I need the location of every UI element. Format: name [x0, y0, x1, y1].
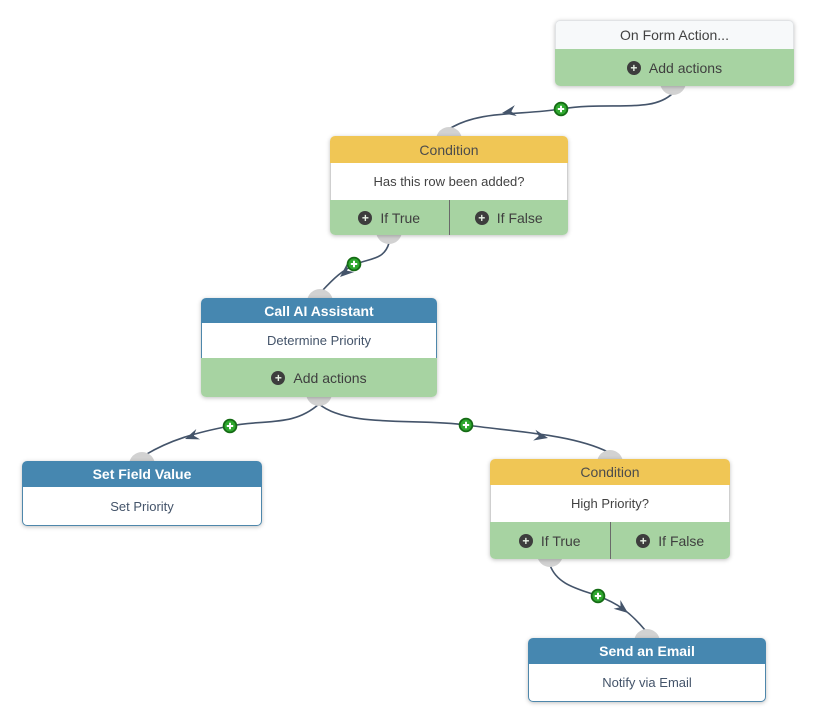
plus-circle-icon: +	[474, 210, 489, 225]
step-description: Set Priority	[22, 487, 262, 526]
add-actions-label: Add actions	[648, 59, 723, 76]
node-title: Call AI Assistant	[201, 298, 437, 323]
arrowhead-icon	[340, 263, 355, 277]
step-description: Determine Priority	[201, 323, 437, 358]
arrowhead-icon	[502, 105, 517, 116]
plus-circle-icon: +	[518, 533, 533, 548]
node-call-ai-assistant[interactable]: Call AI Assistant Determine Priority + A…	[201, 298, 437, 397]
node-title: Condition	[330, 136, 568, 163]
condition-question: High Priority?	[490, 485, 730, 522]
node-title: Condition	[490, 459, 730, 485]
add-actions-button[interactable]: + Add actions	[201, 358, 437, 397]
arrowhead-icon	[533, 429, 548, 441]
node-send-an-email[interactable]: Send an Email Notify via Email	[528, 638, 766, 702]
condition-question: Has this row been added?	[330, 163, 568, 200]
arrowhead-icon	[613, 600, 628, 613]
add-step-button[interactable]	[553, 101, 569, 117]
add-step-button[interactable]	[222, 418, 238, 434]
node-title: Set Field Value	[22, 461, 262, 487]
plus-circle-icon: +	[626, 60, 641, 75]
add-actions-button[interactable]: + Add actions	[555, 49, 794, 86]
if-false-button[interactable]: + If False	[610, 522, 730, 559]
arrowhead-icon	[185, 429, 201, 440]
step-description: Notify via Email	[528, 664, 766, 702]
plus-circle-icon: +	[271, 370, 286, 385]
add-actions-label: Add actions	[293, 369, 367, 386]
node-on-form-action[interactable]: On Form Action... + Add actions	[555, 20, 794, 86]
if-false-label: If False	[658, 532, 705, 549]
plus-circle-icon: +	[636, 533, 651, 548]
node-title: On Form Action...	[555, 20, 794, 49]
if-true-label: If True	[540, 532, 581, 549]
add-step-button[interactable]	[590, 588, 606, 604]
node-condition-1[interactable]: Condition Has this row been added? + If …	[330, 136, 568, 235]
plus-circle-icon: +	[358, 210, 373, 225]
if-true-button[interactable]: + If True	[330, 200, 450, 235]
node-title: Send an Email	[528, 638, 766, 664]
add-step-button[interactable]	[458, 417, 474, 433]
add-step-badges	[222, 101, 606, 604]
if-true-button[interactable]: + If True	[490, 522, 611, 559]
if-false-button[interactable]: + If False	[449, 200, 568, 235]
node-set-field-value[interactable]: Set Field Value Set Priority	[22, 461, 262, 526]
if-true-label: If True	[380, 209, 421, 226]
if-false-label: If False	[496, 209, 543, 226]
node-condition-2[interactable]: Condition High Priority? + If True + If …	[490, 459, 730, 559]
add-step-button[interactable]	[346, 256, 362, 272]
